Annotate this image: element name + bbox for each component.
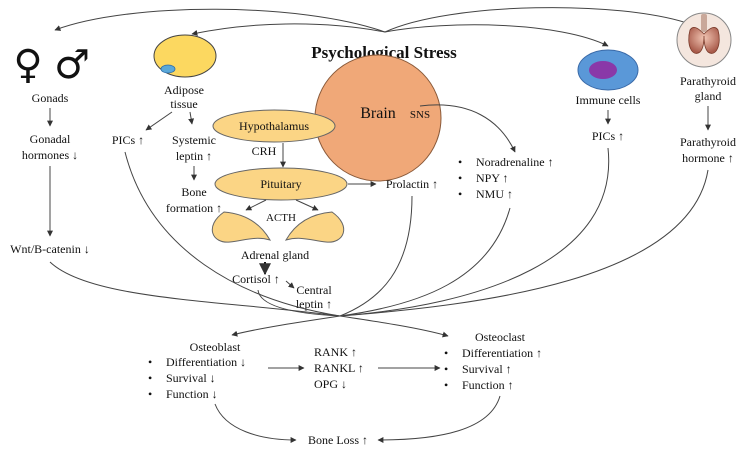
adrenal-gland-right: [284, 211, 345, 243]
bullet: •: [148, 387, 152, 401]
cortisol-label: Cortisol ↑: [232, 272, 280, 286]
immune-cells-label: Immune cells: [576, 93, 641, 107]
hypothalamus-ellipse: [212, 109, 336, 143]
bullet: •: [444, 362, 448, 376]
immune-cell-icon: [577, 49, 639, 91]
osteoblast-survival: Survival ↓: [166, 371, 216, 385]
pituitary-ellipse: [214, 167, 348, 201]
bullet: •: [458, 171, 462, 185]
central-leptin-line2: leptin ↑: [296, 297, 332, 311]
bullet: •: [458, 187, 462, 201]
osteoblast-title: Osteoblast: [190, 340, 241, 354]
arrow-stress-to-gonads: [54, 8, 386, 33]
hypothalamus-label: Hypothalamus: [239, 119, 309, 133]
curve-cortisol-to-convergence: [257, 289, 341, 317]
crh-label: CRH: [252, 144, 277, 158]
immune-pics-label: PICs ↑: [592, 129, 624, 143]
brain-label: Brain: [360, 105, 396, 122]
arrow-cortisol-to-central-leptin: [285, 280, 295, 289]
diagram-title: Psychological Stress: [311, 43, 457, 62]
arrow-stress-to-immune: [384, 24, 609, 47]
prolactin-label: Prolactin ↑: [386, 177, 438, 191]
rank-label: RANK ↑: [314, 345, 357, 359]
osteoclast-function: Function ↑: [462, 378, 514, 392]
arrow-osteoblast-to-bone-loss: [214, 403, 297, 443]
bullet: •: [444, 378, 448, 392]
gonadal-hormones-line2: hormones ↓: [22, 148, 78, 162]
npy-label: NPY ↑: [476, 171, 509, 185]
parathyroid-gland-icon: [676, 12, 732, 68]
male-symbol-icon: ♂: [54, 42, 90, 88]
parathyroid-hormone-line2: hormone ↑: [682, 151, 734, 165]
systemic-leptin-line2: leptin ↑: [176, 149, 212, 163]
systemic-leptin-line1: Systemic: [172, 133, 216, 147]
arrow-stress-to-parathyroid: [384, 7, 691, 33]
curve-sns-to-convergence: [339, 207, 511, 317]
adipose-label-line1: Adipose: [164, 83, 204, 97]
sns-label: SNS: [410, 109, 430, 121]
bone-loss-label: Bone Loss ↑: [308, 433, 368, 447]
female-symbol-icon: ♀: [13, 42, 42, 88]
arrow-adipose-to-pics: [145, 111, 173, 131]
parathyroid-label-line1: Parathyroid: [680, 74, 736, 88]
osteoclast-survival: Survival ↑: [462, 362, 512, 376]
arrow-adipose-to-leptin: [188, 111, 195, 125]
bone-formation-line1: Bone: [181, 185, 206, 199]
rankl-label: RANKL ↑: [314, 361, 364, 375]
arrow-stress-to-adipose: [191, 23, 386, 36]
gonadal-hormones-line1: Gonadal: [30, 132, 71, 146]
arrow-convergence-to-osteoblast: [231, 315, 341, 337]
osteoblast-function: Function ↓: [166, 387, 218, 401]
wnt-catenin-label: Wnt/B-catenin ↓: [10, 242, 90, 256]
osteoclast-differentiation: Differentiation ↑: [462, 346, 542, 360]
noradrenaline-label: Noradrenaline ↑: [476, 155, 554, 169]
arrow-convergence-to-osteoclast: [339, 315, 449, 338]
bullet: •: [458, 155, 462, 169]
osteoclast-title: Osteoclast: [475, 330, 526, 344]
opg-label: OPG ↓: [314, 377, 347, 391]
bullet: •: [148, 355, 152, 369]
curve-pth-to-convergence: [339, 169, 709, 317]
parathyroid-label-line2: gland: [695, 89, 722, 103]
acth-label: ACTH: [266, 212, 296, 224]
adipocyte-cell-icon: [153, 34, 217, 78]
bone-formation-line2: formation ↑: [166, 201, 222, 215]
adipose-pics-label: PICs ↑: [112, 133, 144, 147]
adrenal-gland-label: Adrenal gland: [241, 248, 309, 262]
adrenal-gland-left: [211, 211, 272, 243]
osteoclast-list: • Differentiation ↑ • Survival ↑ • Funct…: [444, 346, 542, 392]
osteoblast-list: • Differentiation ↓ • Survival ↓ • Funct…: [148, 355, 246, 401]
central-leptin-line1: Central: [296, 283, 332, 297]
bullet: •: [444, 346, 448, 360]
arrow-osteoclast-to-bone-loss: [377, 395, 501, 443]
curve-adipose-pics-to-convergence: [124, 151, 341, 317]
curve-prolactin-to-convergence: [339, 195, 413, 317]
sns-outputs-list: • Noradrenaline ↑ • NPY ↑ • NMU ↑: [458, 155, 554, 201]
arrow-sns-to-outputs: [419, 104, 516, 153]
osteoblast-differentiation: Differentiation ↓: [166, 355, 246, 369]
nmu-label: NMU ↑: [476, 187, 513, 201]
arrow-pituitary-to-adrenal-left: [245, 199, 267, 211]
gonads-label: Gonads: [32, 91, 69, 105]
arrow-pituitary-to-adrenal-right: [295, 199, 319, 211]
curve-immune-pics-to-convergence: [339, 147, 610, 317]
bullet: •: [148, 371, 152, 385]
adipose-label-line2: tissue: [170, 97, 197, 111]
parathyroid-hormone-line1: Parathyroid: [680, 135, 736, 149]
pituitary-label: Pituitary: [260, 177, 301, 191]
